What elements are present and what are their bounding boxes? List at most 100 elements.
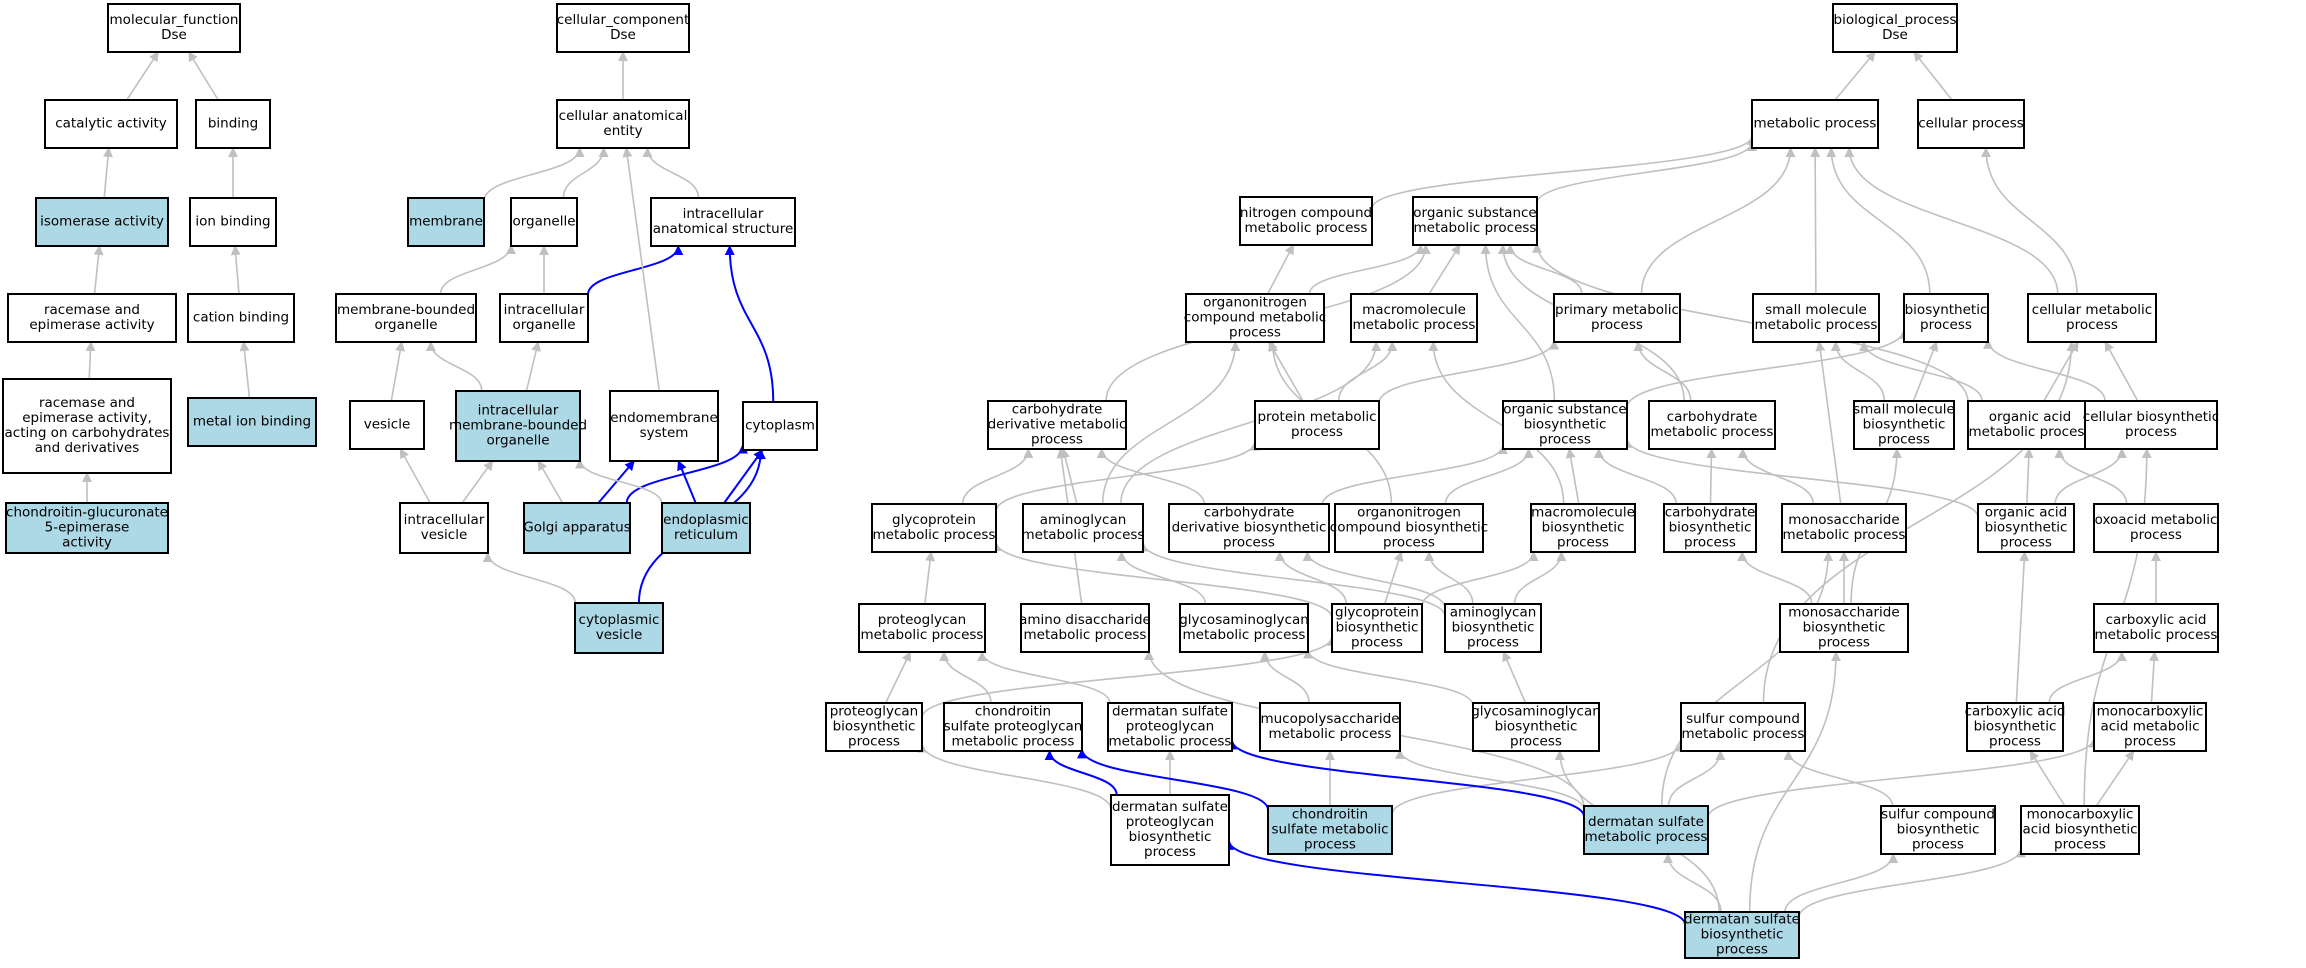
node-vesicle[interactable]: vesicle	[349, 400, 425, 450]
node-catalytic[interactable]: catalytic activity	[44, 99, 178, 149]
edge-dspgbp-to-cspgmp	[1044, 750, 1118, 796]
node-label-line: molecular_function	[110, 12, 239, 28]
node-label-line: cation binding	[193, 310, 289, 326]
node-label-line: process	[1510, 734, 1562, 750]
node-label-line: metabolic process	[2095, 627, 2218, 643]
node-cellproc[interactable]: cellular process	[1917, 99, 2025, 149]
node-box	[1444, 603, 1542, 653]
node-label-line: acid metabolic	[2100, 719, 2199, 735]
edge-oabp-to-cellbiosyn	[2054, 448, 2127, 505]
node-label-line: metabolic process	[1109, 734, 1232, 750]
node-label-line: acting on carbohydrates	[5, 425, 170, 441]
node-golgi[interactable]: Golgi apparatus	[523, 502, 631, 554]
node-membrane[interactable]: membrane	[407, 197, 485, 247]
node-dspgbp[interactable]: dermatan sulfateproteoglycanbiosynthetic…	[1110, 794, 1230, 866]
node-ionbinding[interactable]: ion binding	[189, 197, 277, 247]
node-box	[1751, 99, 1879, 149]
node-metalion[interactable]: metal ion binding	[187, 397, 317, 447]
node-box	[1832, 3, 1958, 53]
edge-golgi-to-cytoplasm	[625, 443, 748, 504]
node-label-line: proteoglycan	[1126, 814, 1215, 830]
node-label-line: dermatan sulfate	[1112, 704, 1228, 720]
edge-ocbp-to-osbp	[1444, 448, 1534, 505]
edge-macmp-to-osmp	[1428, 244, 1461, 295]
node-chondepim[interactable]: chondroitin-glucuronate5-epimeraseactivi…	[5, 502, 169, 554]
node-label-line: nitrogen compound	[1240, 205, 1372, 221]
node-label-line: macromolecule	[1362, 302, 1466, 318]
node-label-line: chondroitin	[1292, 807, 1368, 823]
node-metab[interactable]: metabolic process	[1751, 99, 1879, 149]
node-organelle[interactable]: organelle	[510, 197, 578, 247]
node-label-line: biosynthetic	[1542, 520, 1625, 536]
node-box	[1752, 293, 1880, 343]
node-label-line: intracellular	[404, 512, 485, 528]
node-box	[1903, 293, 1989, 343]
node-cationbinding[interactable]: cation binding	[187, 293, 295, 343]
node-isomerase[interactable]: isomerase activity	[35, 197, 169, 247]
node-box	[1648, 400, 1776, 450]
node-cytoplasm[interactable]: cytoplasm	[742, 401, 818, 451]
node-label-line: biosynthetic	[1495, 719, 1578, 735]
node-label-line: metabolic process	[1754, 116, 1877, 132]
node-binding[interactable]: binding	[195, 99, 271, 149]
